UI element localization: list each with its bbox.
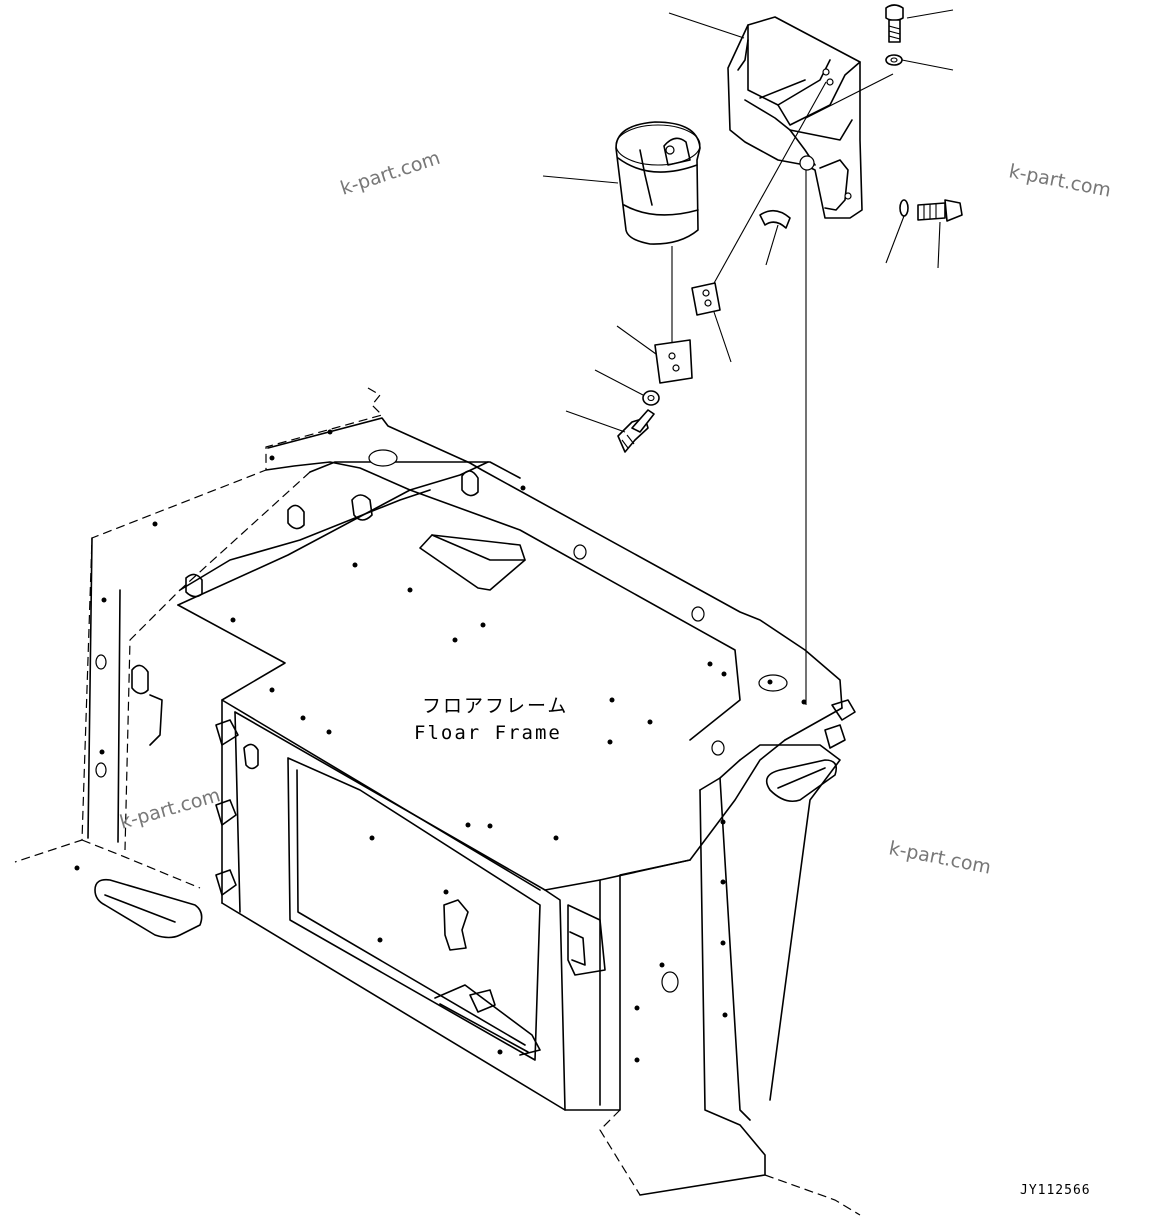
clip bbox=[759, 209, 791, 229]
floor-frame-label-en: Floar Frame bbox=[414, 722, 562, 744]
holder-guide-line-2 bbox=[712, 81, 827, 286]
cup-bolt-leader bbox=[565, 410, 626, 433]
cup-bracket-plate bbox=[654, 339, 693, 384]
floor-frame bbox=[14, 387, 861, 1216]
holder-guide-line-3 bbox=[805, 73, 894, 119]
cup-washer bbox=[642, 390, 660, 406]
holder-bracket-leader bbox=[668, 12, 745, 39]
cup-bolt bbox=[617, 409, 655, 453]
frame-holes bbox=[74, 429, 807, 1063]
side-bolt bbox=[917, 199, 963, 222]
top-washer-leader bbox=[901, 59, 954, 71]
cup-holder-leader bbox=[542, 175, 619, 184]
top-bolt bbox=[885, 4, 904, 43]
holder-bracket bbox=[727, 16, 863, 219]
floor-frame-label-ja: フロアフレーム bbox=[422, 695, 568, 717]
watermark-4: k-part.com bbox=[887, 837, 993, 878]
top-bolt-leader bbox=[906, 9, 954, 19]
top-washer bbox=[885, 54, 903, 66]
cup-washer-leader bbox=[594, 369, 644, 396]
small-bracket bbox=[691, 282, 721, 316]
cup-holder bbox=[615, 121, 701, 245]
cup-bracket-plate-leader bbox=[616, 325, 657, 355]
small-bracket-leader bbox=[713, 311, 732, 363]
side-washer-leader bbox=[885, 215, 905, 264]
watermark-3: k-part.com bbox=[117, 784, 223, 834]
side-bolt-leader bbox=[937, 221, 941, 269]
side-washer bbox=[899, 199, 909, 217]
watermark-1: k-part.com bbox=[338, 147, 443, 200]
drawing-code: JY112566 bbox=[1020, 1183, 1091, 1198]
clip-leader bbox=[765, 224, 779, 266]
watermark-2: k-part.com bbox=[1007, 160, 1113, 201]
